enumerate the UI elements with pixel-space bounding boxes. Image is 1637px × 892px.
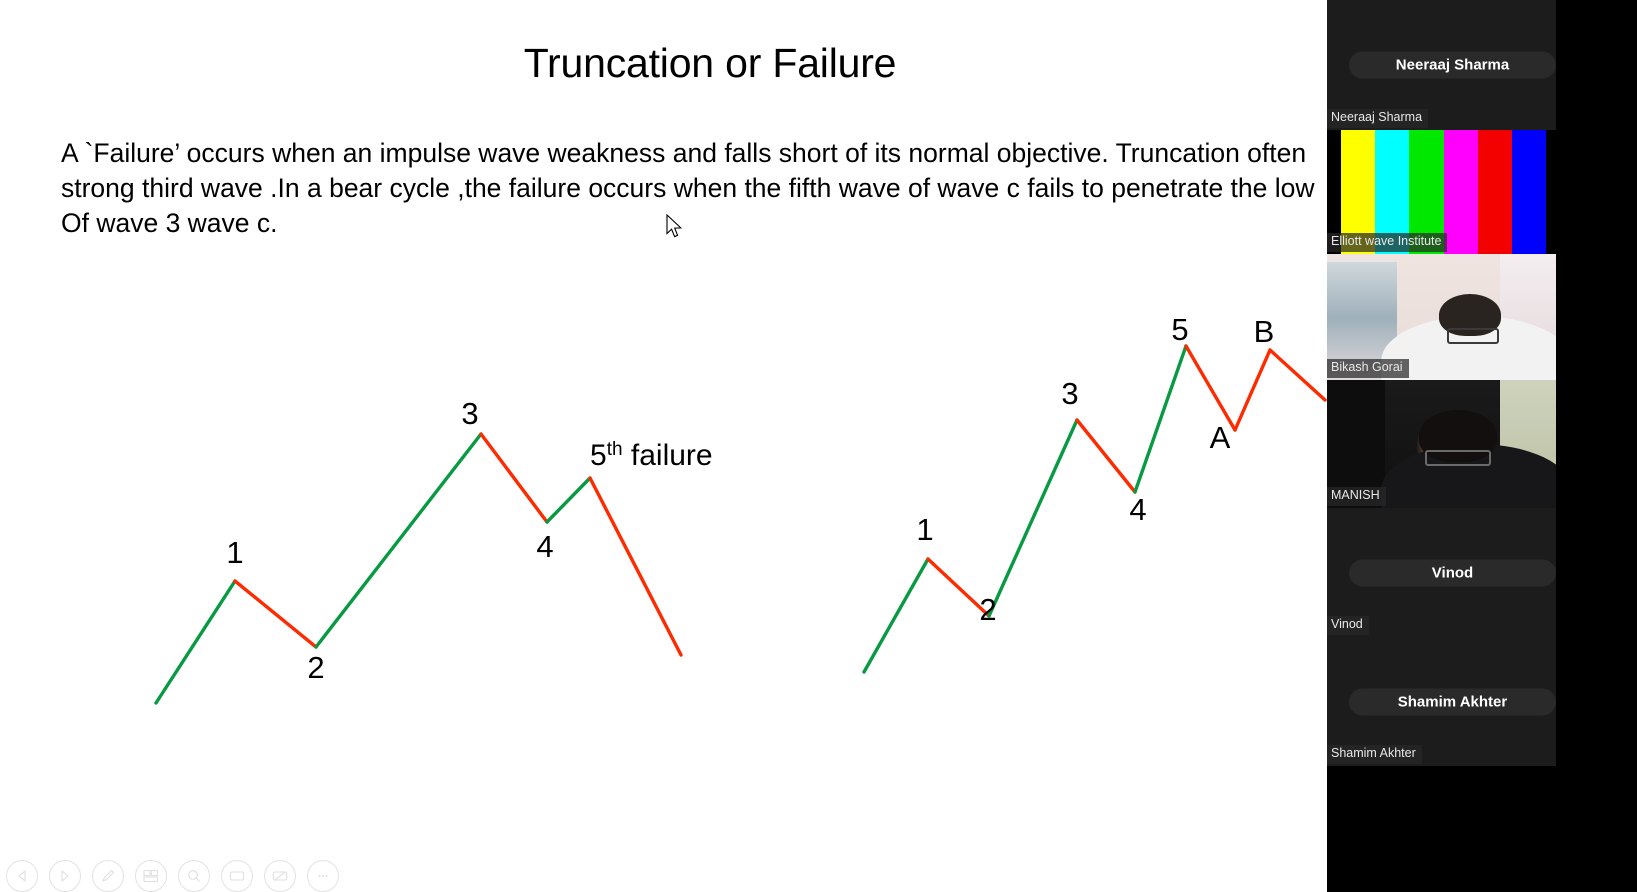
wave-point-label-5: 5 xyxy=(1171,312,1188,347)
color-bar-margin xyxy=(1327,130,1341,254)
body-line-3: Of wave 3 wave c. xyxy=(61,208,278,238)
left-wave-chart: 1 2 3 4 5th failure xyxy=(154,396,713,705)
wave-segment-6 xyxy=(588,476,683,657)
tile-name-chip: Vinod xyxy=(1327,616,1369,635)
wave-point-label-2: 2 xyxy=(979,592,996,627)
wave-segment-2 xyxy=(233,579,318,649)
wave-segment-4 xyxy=(1075,418,1137,494)
video-tile-shamim-akhter[interactable]: Shamim Akhter Shamim Akhter xyxy=(1327,637,1556,766)
video-participant-panel: Neeraaj Sharma Neeraaj Sharma Elliott wa… xyxy=(1327,0,1637,892)
video-tile-vinod[interactable]: Vinod Vinod xyxy=(1327,508,1556,637)
page-title: Truncation or Failure xyxy=(523,40,897,86)
subtitles-off-icon[interactable] xyxy=(264,860,296,892)
color-bar-margin-right xyxy=(1546,130,1556,254)
wave-point-label-4: 4 xyxy=(536,529,553,564)
webcam-glasses xyxy=(1425,450,1491,466)
wave-point-label-2: 2 xyxy=(307,650,324,685)
tile-center-name: Vinod xyxy=(1349,559,1556,586)
wave-segment-4 xyxy=(479,432,549,524)
body-line-1: A `Failure’ occurs when an impulse wave … xyxy=(61,138,1307,168)
wave-segment-2 xyxy=(926,557,991,618)
color-bar-6 xyxy=(1511,130,1547,254)
wave-point-label-a: A xyxy=(1210,420,1231,455)
more-options-icon[interactable] xyxy=(307,860,339,892)
right-wave-chart: 1 2 3 4 5A B xyxy=(862,312,1327,674)
webcam-hair xyxy=(1419,410,1497,462)
video-tile-elliott-wave-institute[interactable]: Elliott wave Institute xyxy=(1327,130,1556,254)
slide-body-text: A `Failure’ occurs when an impulse wave … xyxy=(61,136,1461,241)
right-chart-lines xyxy=(862,344,1327,674)
video-tile-bikash-gorai[interactable]: Bikash Gorai xyxy=(1327,254,1556,380)
tile-name-chip: Elliott wave Institute xyxy=(1327,233,1448,252)
wave-point-label-5th-failure: 5th failure xyxy=(590,439,713,473)
blank-screen-icon[interactable] xyxy=(221,860,253,892)
wave-segment-1 xyxy=(154,579,237,705)
slide-grid-icon[interactable] xyxy=(135,860,167,892)
wave-point-label-3: 3 xyxy=(461,396,478,431)
color-bar-5 xyxy=(1477,130,1512,254)
wave-point-label-1: 1 xyxy=(916,512,933,547)
tile-name-chip: Shamim Akhter xyxy=(1327,745,1422,764)
color-bar-4 xyxy=(1443,130,1478,254)
left-chart-lines xyxy=(154,432,683,705)
wave-segment-8 xyxy=(1268,348,1327,402)
right-chart-labels: 1 2 3 4 5A B xyxy=(916,312,1274,627)
tile-name-chip: Neeraaj Sharma xyxy=(1327,109,1429,128)
body-line-2: strong third wave .In a bear cycle ,the … xyxy=(61,173,1315,203)
webcam-glasses xyxy=(1447,328,1499,344)
wave-segment-5 xyxy=(1133,344,1188,494)
wave-segment-1 xyxy=(862,557,930,674)
left-chart-labels: 1 2 3 4 5th failure xyxy=(226,396,712,685)
wave-point-label-b: B xyxy=(1254,314,1275,349)
next-slide-icon[interactable] xyxy=(49,860,81,892)
presenter-toolbar[interactable] xyxy=(6,860,339,892)
pen-icon[interactable] xyxy=(92,860,124,892)
webcam-video xyxy=(1327,380,1556,508)
tile-name-chip: Bikash Gorai xyxy=(1327,359,1409,378)
wave-segment-3 xyxy=(314,432,483,649)
previous-slide-icon[interactable] xyxy=(6,860,38,892)
webcam-background-left xyxy=(1327,380,1385,508)
tile-center-name: Shamim Akhter xyxy=(1349,688,1556,715)
wave-segment-3 xyxy=(987,418,1079,618)
tile-center-name: Neeraaj Sharma xyxy=(1349,51,1556,79)
zoom-icon[interactable] xyxy=(178,860,210,892)
wave-segment-A xyxy=(1184,344,1237,432)
wave-point-label-3: 3 xyxy=(1061,376,1078,411)
video-tile-manish[interactable]: MANISH xyxy=(1327,380,1556,508)
wave-segment-B xyxy=(1233,348,1272,432)
wave-segment-5 xyxy=(545,476,592,524)
tile-name-chip: MANISH xyxy=(1327,487,1386,506)
wave-point-label-4: 4 xyxy=(1129,492,1146,527)
wave-point-label-1: 1 xyxy=(226,535,243,570)
video-tile-neeraaj-sharma[interactable]: Neeraaj Sharma Neeraaj Sharma xyxy=(1327,0,1556,130)
